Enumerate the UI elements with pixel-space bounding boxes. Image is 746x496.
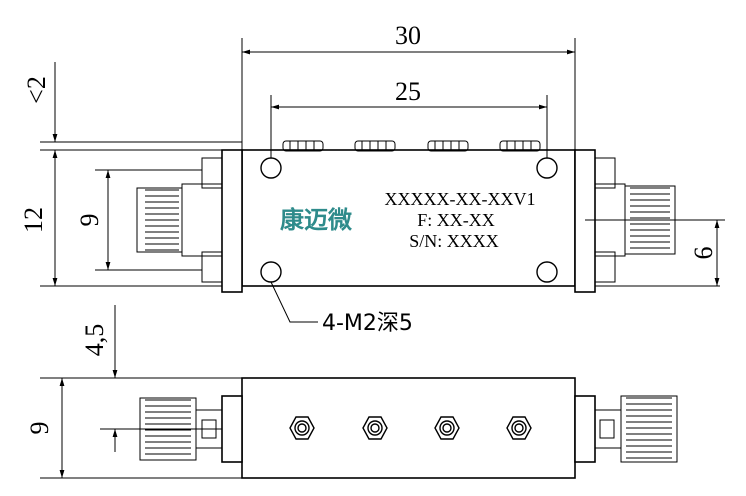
left-connector xyxy=(136,187,183,253)
dim-hole-spacing: 25 xyxy=(270,77,548,158)
svg-text:30: 30 xyxy=(395,21,421,50)
dim-body-height: 12 xyxy=(19,150,58,286)
company-logo: 康迈微 xyxy=(280,206,352,234)
serial-label: S/N: XXXX xyxy=(409,231,499,251)
side-body-outline xyxy=(241,377,576,479)
svg-text:6: 6 xyxy=(689,247,718,260)
dim-connector-offset: 6 xyxy=(585,219,725,286)
top-view: XXXXX-XX-XXV1 F: XX-XX S/N: XXXX 康迈微 4-M… xyxy=(40,140,720,336)
model-label: XXXXX-XX-XXV1 xyxy=(385,189,536,209)
svg-text:4,5: 4,5 xyxy=(80,324,109,357)
dim-side-offset: 4,5 xyxy=(80,305,118,452)
svg-text:12: 12 xyxy=(19,207,48,233)
frequency-label: F: XX-XX xyxy=(417,210,495,230)
svg-text:25: 25 xyxy=(395,77,421,106)
svg-text:9: 9 xyxy=(75,214,104,227)
svg-text:9: 9 xyxy=(25,422,54,435)
left-flange xyxy=(181,149,243,293)
top-nuts xyxy=(282,140,541,152)
side-view xyxy=(40,377,678,479)
thread-callout: 4-M2深5 xyxy=(322,311,413,336)
dim-flange-height: 9 xyxy=(75,169,202,271)
dim-side-height: 9 xyxy=(25,378,65,478)
dim-overall-length: 30 xyxy=(241,21,576,150)
callout-leader xyxy=(270,281,318,323)
side-nuts xyxy=(289,416,532,440)
right-flange xyxy=(574,149,626,293)
svg-text:<2: <2 xyxy=(22,76,51,104)
dim-max-offset: <2 xyxy=(22,62,58,142)
side-right-connector xyxy=(574,395,678,463)
top-body-outline xyxy=(241,149,576,287)
